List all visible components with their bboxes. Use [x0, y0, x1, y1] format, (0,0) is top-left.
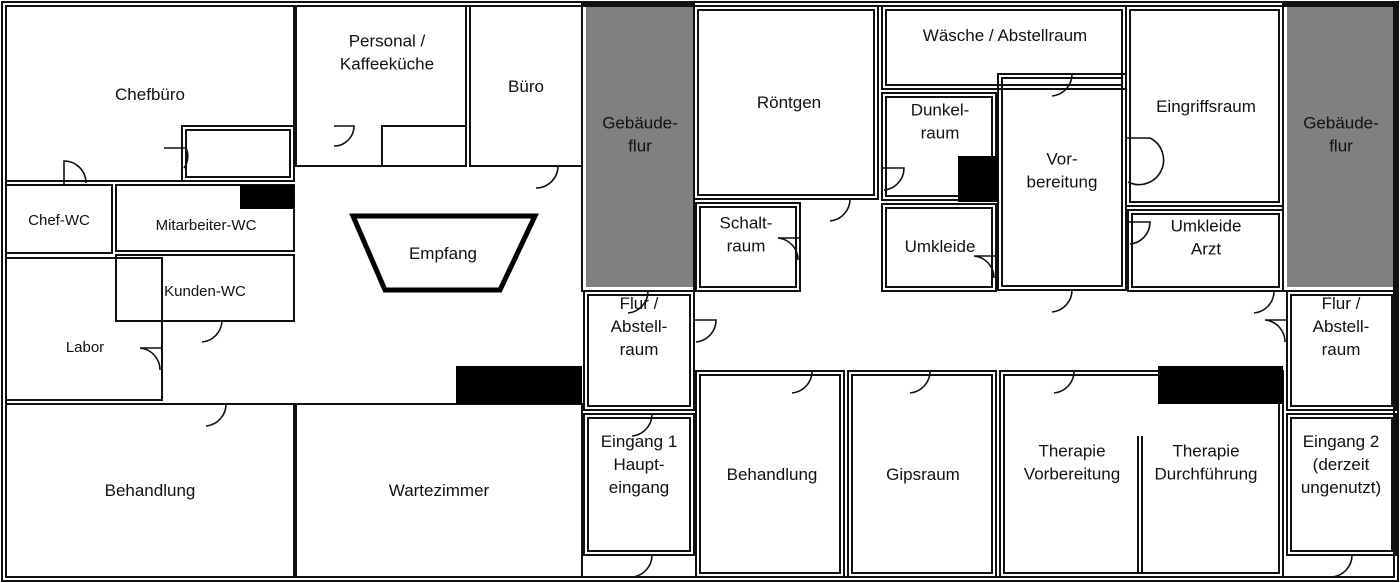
room-eingriffsraum: Eingriffsraum — [1156, 97, 1256, 116]
room-label-line: flur — [1329, 137, 1353, 156]
room-label-line: Therapie — [1172, 442, 1239, 461]
room-label-line: Empfang — [409, 244, 477, 263]
room-mitarbeiter-wc: Mitarbeiter-WC — [156, 217, 257, 234]
room-behandlung-left: Behandlung — [105, 481, 196, 500]
room-label-line: Mitarbeiter-WC — [156, 217, 257, 234]
room-gebaeudeflur-left: Gebäude-flur — [602, 114, 678, 156]
room-label-line: Therapie — [1038, 442, 1105, 461]
room-behandlung-right: Behandlung — [727, 465, 818, 484]
room-label-line: Eingriffsraum — [1156, 97, 1256, 116]
room-label-line: Büro — [508, 77, 544, 96]
room-label-line: raum — [921, 124, 960, 143]
room-gebaeudeflur-right: Gebäude-flur — [1303, 114, 1379, 156]
room-flur-abstell-right: Flur / Abstell-raum — [1313, 294, 1370, 359]
room-label-line: Abstell- — [611, 317, 668, 336]
room-label-line: Dunkel- — [911, 101, 970, 120]
room-eingang1: Eingang 1 Haupt-eingang — [601, 432, 678, 497]
room-label-line: bereitung — [1027, 173, 1098, 192]
room-label-line: Behandlung — [105, 481, 196, 500]
room-label-line: Umkleide — [1171, 217, 1242, 236]
fixtures — [240, 156, 1283, 404]
room-kunden-wc: Kunden-WC — [164, 283, 246, 300]
room-label-line: Flur / — [1322, 294, 1361, 313]
room-label-line: Flur / — [620, 294, 659, 313]
room-vorbereitung: Vor-bereitung — [1027, 150, 1098, 192]
room-empfang: Empfang — [409, 244, 477, 263]
room-labels: Chefbüro Personal / Kaffeeküche Büro Gebä… — [28, 26, 1381, 500]
building-corridor-left — [586, 4, 694, 287]
room-schaltraum: Schalt-raum — [720, 214, 773, 256]
room-label-line: flur — [628, 137, 652, 156]
room-label-line: Chefbüro — [115, 85, 185, 104]
room-label-line: (derzeit — [1313, 455, 1370, 474]
room-label-line: Haupt- — [613, 455, 664, 474]
partitions — [1137, 436, 1143, 573]
room-roentgen: Röntgen — [757, 93, 821, 112]
room-label-line: Gebäude- — [1303, 114, 1379, 133]
room-label-line: eingang — [609, 478, 670, 497]
room-label-line: Gipsraum — [886, 465, 960, 484]
room-gipsraum: Gipsraum — [886, 465, 960, 484]
room-buero: Büro — [508, 77, 544, 96]
room-label-line: ungenutzt) — [1301, 478, 1381, 497]
room-label-line: Kaffeeküche — [340, 55, 434, 74]
room-label-line: Abstell- — [1313, 317, 1370, 336]
room-label-line: Schalt- — [720, 214, 773, 233]
room-label-line: Gebäude- — [602, 114, 678, 133]
room-eingang2: Eingang 2 (derzeit ungenutzt) — [1301, 432, 1381, 497]
doors — [63, 73, 1353, 578]
room-label-line: Wäsche / Abstellraum — [923, 26, 1087, 45]
room-label-line: Vor- — [1046, 150, 1077, 169]
room-label-line: raum — [1322, 340, 1361, 359]
room-chef-wc: Chef-WC — [28, 212, 90, 229]
room-dunkelraum: Dunkel-raum — [911, 101, 970, 143]
room-label-line: Wartezimmer — [389, 481, 490, 500]
room-umkleide: Umkleide — [905, 237, 976, 256]
room-label-line: Labor — [66, 339, 104, 356]
room-label-line: Eingang 1 — [601, 432, 678, 451]
room-chefbuero: Chefbüro — [115, 85, 185, 104]
room-label-line: Arzt — [1191, 240, 1222, 259]
room-wartezimmer: Wartezimmer — [389, 481, 490, 500]
room-label-line: raum — [620, 340, 659, 359]
room-label-line: Chef-WC — [28, 212, 90, 229]
room-label-line: Röntgen — [757, 93, 821, 112]
room-personal: Personal / Kaffeeküche — [340, 32, 434, 74]
room-label-line: Personal / — [349, 32, 426, 51]
room-label-line: Eingang 2 — [1303, 432, 1380, 451]
room-waesche: Wäsche / Abstellraum — [923, 26, 1087, 45]
room-labor: Labor — [66, 339, 104, 356]
room-flur-abstell-left: Flur / Abstell-raum — [611, 294, 668, 359]
room-label-line: Behandlung — [727, 465, 818, 484]
room-label-line: Vorbereitung — [1024, 465, 1120, 484]
room-label-line: Kunden-WC — [164, 283, 246, 300]
room-label-line: Umkleide — [905, 237, 976, 256]
room-label-line: raum — [727, 237, 766, 256]
room-label-line: Durchführung — [1154, 465, 1257, 484]
building-corridor-right — [1287, 4, 1396, 287]
reception-desk — [349, 213, 539, 293]
